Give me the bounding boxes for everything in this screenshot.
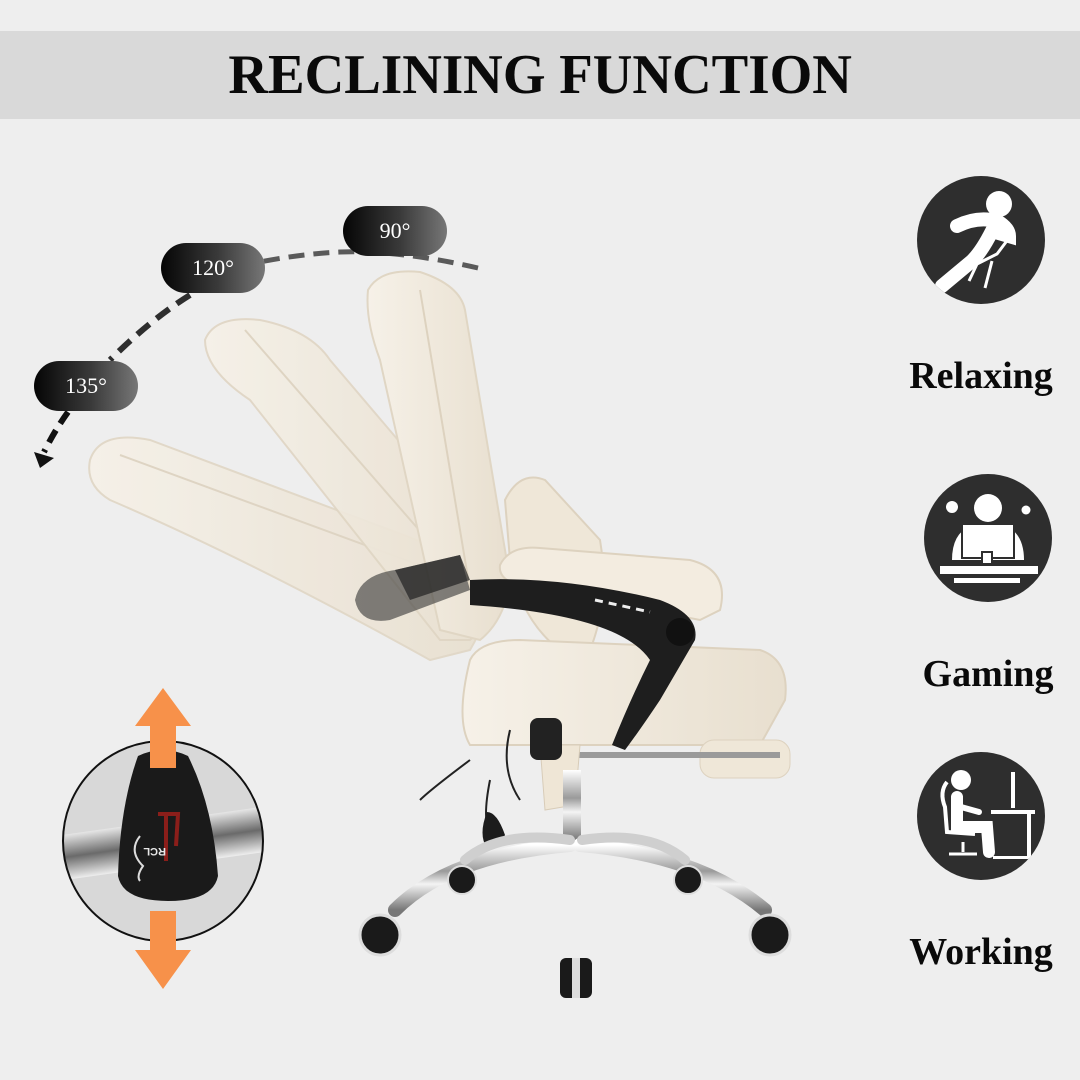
relaxing-person-icon	[917, 176, 1045, 304]
feature-label-relaxing: Relaxing	[909, 355, 1053, 397]
gaming-desk-icon	[924, 474, 1052, 602]
footrest	[699, 739, 791, 779]
recline-lever-inset: RCL	[58, 686, 268, 991]
angle-badge-120: 120°	[161, 243, 265, 293]
remote	[530, 718, 562, 760]
feature-gaming: Gaming	[898, 474, 1078, 696]
working-desk-icon	[917, 752, 1045, 880]
feature-label-working: Working	[909, 931, 1053, 973]
recline-arc	[34, 249, 479, 468]
angle-badge-135: 135°	[34, 361, 138, 411]
feature-relaxing: Relaxing	[891, 176, 1071, 398]
lever-label: RCL	[143, 845, 166, 857]
angle-badge-90: 90°	[343, 206, 447, 256]
feature-working: Working	[891, 752, 1071, 974]
feature-label-gaming: Gaming	[922, 653, 1054, 695]
page-title: RECLINING FUNCTION	[228, 44, 852, 106]
up-down-arrow-icon	[135, 688, 191, 989]
title-banner: RECLINING FUNCTION	[0, 31, 1080, 119]
armrest-frame	[470, 579, 696, 750]
star-base	[388, 832, 772, 958]
gas-lift	[563, 770, 581, 840]
armrest-pad	[498, 546, 723, 622]
casters	[358, 865, 792, 998]
